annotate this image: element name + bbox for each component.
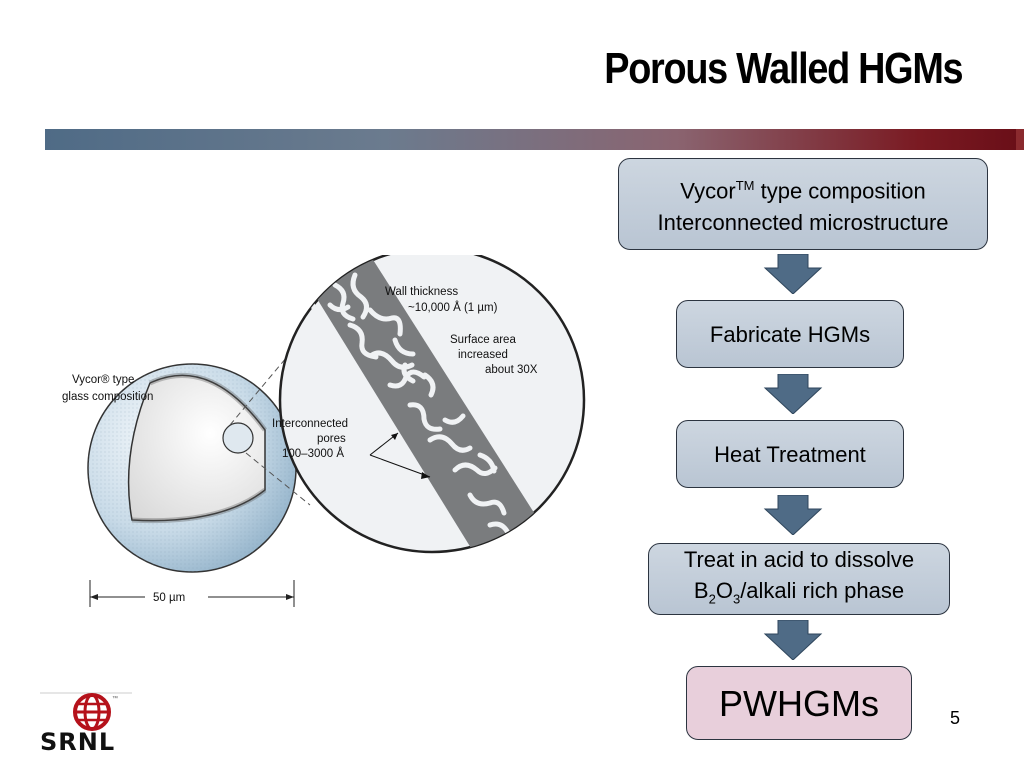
label-vycor-2: glass composition (62, 391, 153, 403)
flow-arrow-down-icon (763, 374, 823, 414)
flow-arrow-down-icon (763, 254, 823, 294)
srnl-logo-text: SRNL (40, 728, 116, 756)
flow-step-acid-treatment: Treat in acid to dissolve B2O3/alkali ri… (648, 543, 950, 615)
flow-step-acid-line2: B2O3/alkali rich phase (693, 577, 905, 607)
flow-step-result: PWHGMs (686, 666, 912, 740)
label-wall-2: ~10,000 Å (1 µm) (408, 301, 498, 314)
label-surface-2: increased (458, 349, 508, 361)
slide-title: Porous Walled HGMs (603, 44, 963, 93)
label-wall-1: Wall thickness (385, 286, 458, 298)
hgm-illustration-svg: Vycor® type glass composition Wall thick… (62, 246, 586, 607)
scale-label: 50 µm (153, 592, 185, 604)
flow-step-composition: VycorTM type composition Interconnected … (618, 158, 988, 250)
magnified-wall-view (278, 246, 586, 554)
title-divider-bar-end (1016, 129, 1024, 150)
flow-step-composition-line1: VycorTM type composition (680, 178, 926, 204)
flow-step-composition-line2: Interconnected microstructure (657, 209, 949, 235)
srnl-globe-logo-icon: ™ (40, 692, 132, 731)
flow-step-heat-treatment: Heat Treatment (676, 420, 904, 488)
label-surface-1: Surface area (450, 334, 516, 346)
label-surface-3: about 30X (485, 364, 538, 376)
microsphere (87, 363, 297, 573)
label-pores-1: Interconnected (272, 418, 348, 430)
label-pores-2: pores (317, 433, 346, 445)
flow-step-acid-line1: Treat in acid to dissolve (683, 546, 915, 572)
label-pores-3: 100–3000 Å (282, 447, 344, 460)
label-vycor-1: Vycor® type (72, 374, 134, 386)
logo-tm: ™ (112, 695, 118, 702)
scale-bar: 50 µm (89, 580, 295, 607)
flow-arrow-down-icon (763, 620, 823, 660)
flow-arrow-down-icon (763, 495, 823, 535)
flow-step-fabricate: Fabricate HGMs (676, 300, 904, 368)
slide-number: 5 (950, 708, 961, 728)
hgm-illustration: Vycor® type glass composition Wall thick… (60, 246, 600, 615)
title-divider-bar (45, 129, 1016, 150)
